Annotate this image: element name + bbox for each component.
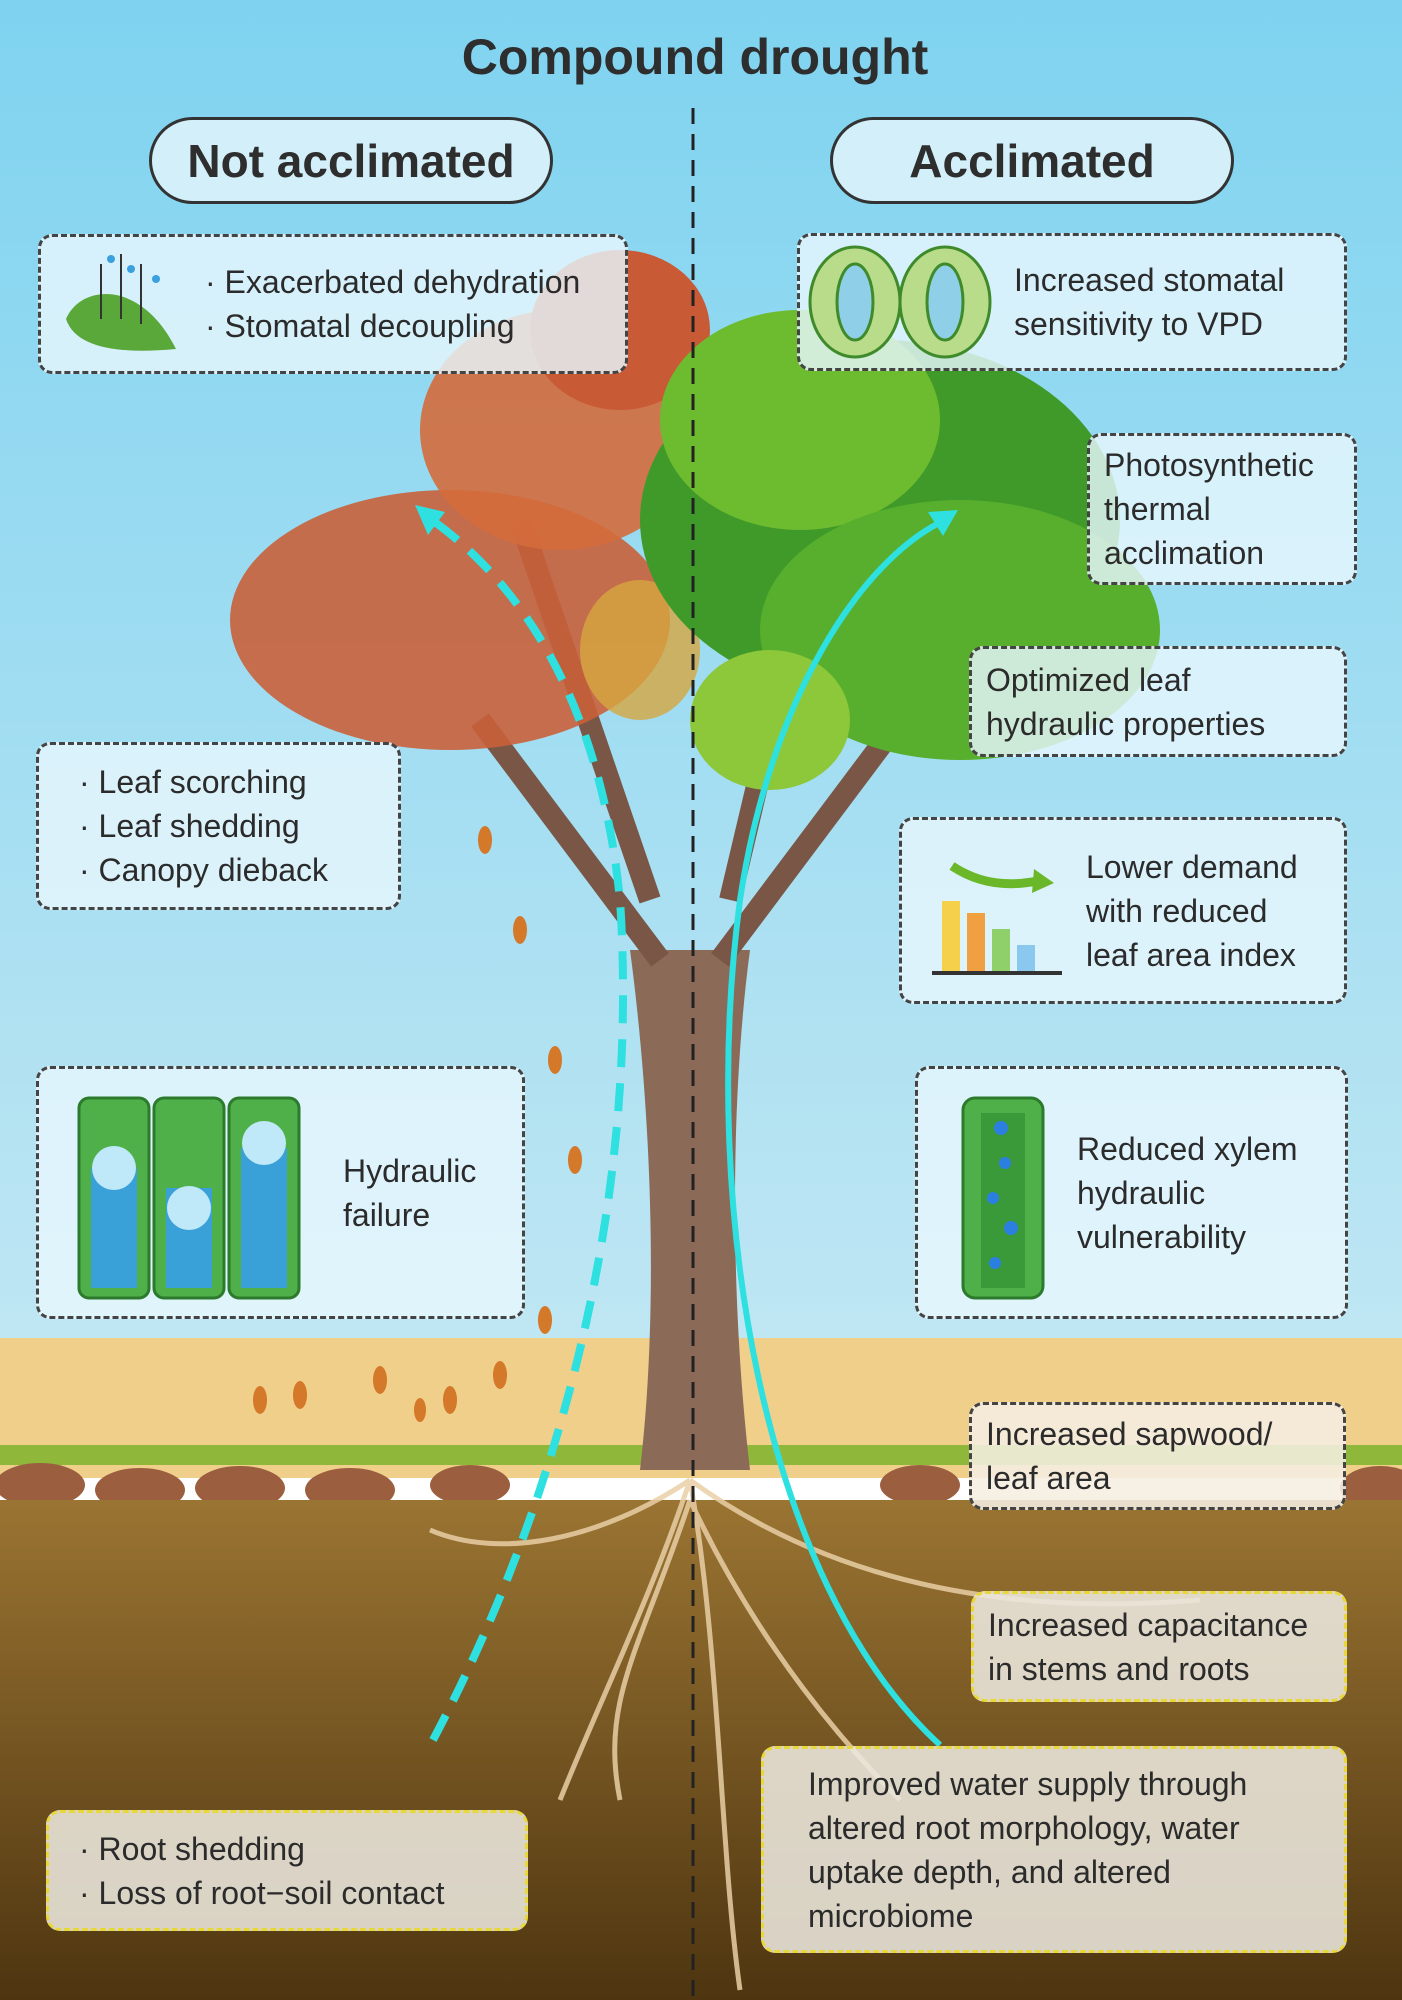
root-loss-box: · Root shedding · Loss of root−soil conta… — [46, 1810, 528, 1931]
capacitance-line: Increased capacitance — [988, 1606, 1309, 1643]
demand-line: leaf area index — [1086, 936, 1296, 973]
stomatal-line: sensitivity to VPD — [1014, 306, 1263, 342]
photo-line: thermal — [1104, 491, 1211, 527]
lower-demand-box: Lower demand with reduced leaf area index — [899, 817, 1347, 1004]
xylem-line: Reduced xylem — [1077, 1130, 1298, 1167]
demand-line: with reduced — [1086, 892, 1268, 929]
xylem-line: hydraulic — [1077, 1174, 1206, 1211]
leaf-shedding-item: · Leaf shedding — [79, 808, 300, 844]
canopy-dieback-item: · Canopy dieback — [79, 852, 329, 888]
demand-line: Lower demand — [1086, 848, 1298, 885]
leaf-scorching-item: · Leaf scorching — [79, 764, 307, 800]
water-path-solid — [725, 517, 947, 1748]
photo-line: acclimation — [1104, 535, 1265, 571]
optimized-line: Optimized leaf — [986, 661, 1191, 698]
optimized-leaf-box: Optimized leaf hydraulic properties — [969, 646, 1347, 757]
sapwood-line: Increased sapwood/ — [986, 1416, 1273, 1452]
arrow-head-left — [415, 505, 445, 535]
water-line: microbiome — [808, 1897, 974, 1934]
embolized-xylem-icon — [77, 1096, 301, 1299]
optimized-line: hydraulic properties — [986, 705, 1266, 742]
hydraulic-line: failure — [343, 1196, 431, 1233]
root-shedding-item: · Root shedding — [79, 1830, 305, 1867]
photo-line: Photosynthetic — [1104, 447, 1314, 483]
acclimated-header: Acclimated — [830, 117, 1234, 204]
dehydration-box: · Exacerbated dehydration · Stomatal deco… — [38, 234, 628, 374]
xylem-vessel-icon — [961, 1096, 1045, 1299]
xylem-line: vulnerability — [1077, 1218, 1246, 1255]
arrow-head-right — [928, 510, 958, 536]
water-line: uptake depth, and altered — [808, 1853, 1171, 1890]
dehydration-item: · Exacerbated dehydration — [205, 264, 581, 300]
capacitance-line: in stems and roots — [988, 1650, 1250, 1687]
sapwood-line: leaf area — [986, 1460, 1111, 1496]
water-line: altered root morphology, water — [808, 1809, 1240, 1846]
leaf-damage-box: · Leaf scorching · Leaf shedding · Canopy … — [36, 742, 401, 910]
falling-leaves — [253, 826, 582, 1422]
stomatal-line: Increased stomatal — [1014, 262, 1285, 298]
photosynthetic-box: Photosynthetic thermal acclimation — [1087, 433, 1357, 585]
hydraulic-line: Hydraulic — [343, 1152, 477, 1189]
water-supply-box: Improved water supply through altered roo… — [761, 1746, 1347, 1953]
tree-trunk — [630, 950, 750, 1470]
stomatal-box: Increased stomatal sensitivity to VPD — [797, 233, 1347, 371]
reduced-xylem-box: Reduced xylem hydraulic vulnerability — [915, 1066, 1348, 1319]
sapwood-box: Increased sapwood/leaf area — [969, 1402, 1346, 1510]
decoupling-item: · Stomatal decoupling — [205, 308, 515, 344]
stomata-icon — [808, 245, 992, 359]
water-line: Improved water supply through — [808, 1765, 1248, 1802]
not-acclimated-header: Not acclimated — [149, 117, 553, 204]
diagram-title: Compound drought — [461, 29, 929, 85]
capacitance-box: Increased capacitance in stems and roots — [971, 1591, 1347, 1702]
root-soil-contact-item: · Loss of root−soil contact — [79, 1874, 445, 1911]
water-path-dashed — [422, 511, 628, 1742]
hydraulic-failure-box: Hydraulic failure — [36, 1066, 525, 1319]
transpiring-leaf-icon — [66, 254, 176, 351]
declining-bar-chart-icon — [932, 861, 1062, 975]
